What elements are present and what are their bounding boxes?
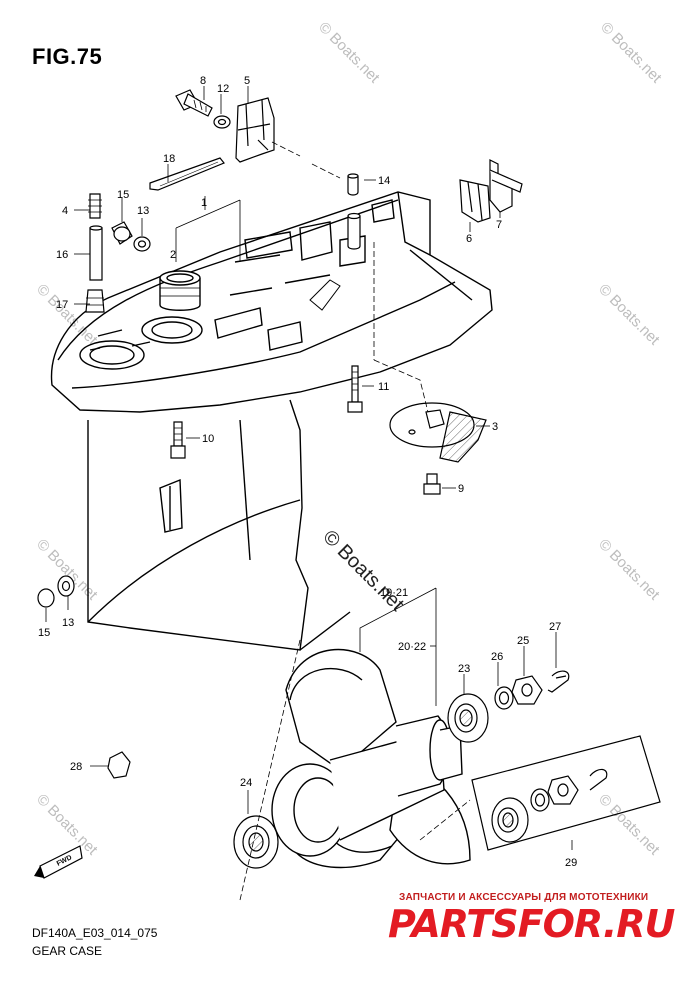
washer-26 (494, 686, 514, 710)
callout: 11 (378, 381, 389, 393)
bolt-8 (175, 89, 231, 129)
callout: 28 (70, 761, 82, 773)
callout: 13 (137, 205, 149, 217)
watermark: © Boats.net (595, 791, 663, 859)
callout: 1 (201, 197, 207, 209)
propeller (271, 648, 471, 869)
callout: 3 (492, 421, 498, 433)
callout: 24 (240, 777, 252, 789)
callout: 23 (458, 663, 470, 675)
watermark: © Boats.net (33, 791, 101, 859)
clip-18 (149, 157, 225, 191)
housing-pins (347, 173, 361, 250)
spacer-24 (233, 815, 279, 869)
callout: 25 (517, 635, 529, 647)
callout: 10 (202, 433, 214, 445)
drawing-code: DF140A_E03_014_075 (32, 926, 158, 940)
nut-25 (511, 675, 543, 705)
callout: 8 (200, 75, 206, 87)
watermark: © Boats.net (597, 19, 665, 87)
leader-lines (45, 86, 573, 901)
watermark-center: © Boats.net (318, 526, 408, 616)
bolt-10 (170, 421, 186, 459)
gear-case-upper-housing (50, 191, 493, 413)
watermark: © Boats.net (595, 281, 663, 349)
callout-labels: 8 12 5 18 14 1 15 13 4 2 6 7 16 17 11 3 … (38, 75, 577, 869)
callout: 20·22 (398, 641, 426, 653)
callout: 15 (38, 627, 50, 639)
callout: 13 (62, 617, 74, 629)
kit-29 (471, 735, 661, 851)
plug-15-washer-13-top (111, 221, 151, 252)
callout: 6 (466, 233, 472, 245)
callout: 12 (217, 83, 229, 95)
callout: 29 (565, 857, 577, 869)
callout: 5 (244, 75, 250, 87)
pipe-assembly (85, 193, 105, 313)
callout: 7 (496, 219, 502, 231)
brand-logo: PARTSFOR.RU (388, 902, 675, 946)
section-name: GEAR CASE (32, 944, 103, 958)
plate-5 (235, 97, 275, 163)
callout: 4 (62, 205, 68, 217)
callout: 9 (458, 483, 464, 495)
callout: 16 (56, 249, 68, 261)
plug-28 (107, 751, 131, 779)
callout: 27 (549, 621, 561, 633)
watermark: © Boats.net (315, 19, 383, 87)
figure-title: FIG.75 (32, 44, 103, 69)
callout: 19·21 (380, 587, 408, 599)
bolt-11 (347, 365, 363, 413)
watermark: © Boats.net (595, 536, 663, 604)
cotter-pin-27 (547, 670, 570, 693)
bracket-6-7 (459, 159, 523, 223)
bolt-9 (423, 473, 441, 495)
callout: 14 (378, 175, 390, 187)
gear-case-lower-leg (87, 399, 351, 651)
plug-15-washer-13-bottom (37, 575, 75, 608)
callout: 18 (163, 153, 175, 165)
thrust-washer-23 (447, 693, 489, 743)
callout: 17 (56, 299, 68, 311)
forward-direction-badge: FWD (34, 845, 83, 879)
anode-3 (389, 402, 487, 463)
brand-tagline: ЗАПЧАСТИ И АКСЕССУАРЫ ДЛЯ МОТОТЕХНИКИ (399, 892, 649, 903)
callout: 2 (170, 249, 176, 261)
callout: 26 (491, 651, 503, 663)
callout: 15 (117, 189, 129, 201)
